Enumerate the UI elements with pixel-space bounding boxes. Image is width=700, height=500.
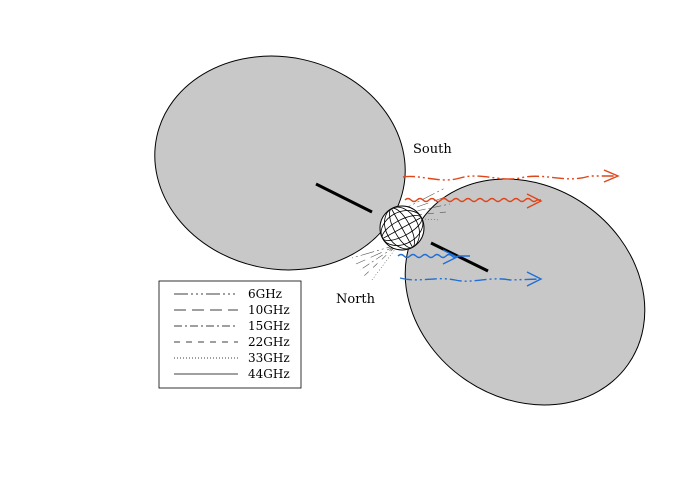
wavy-arrow-icon [402,175,617,181]
lower-lobe [404,178,646,406]
legend-label: 44GHz [248,367,290,381]
legend-item: 15GHz [174,319,290,333]
wavy-arrow-icon [404,197,541,203]
lower-jet-axis [430,241,489,273]
upper-jet-axis [315,182,373,214]
legend: 6GHz 10GHz 15GHz 22GHz 33GHz 44GHz [158,280,302,389]
upper-lobe [154,55,406,271]
south-label: South [413,142,452,157]
north-label: North [336,292,376,307]
south-emission-arrows [402,169,620,209]
legend-item: 44GHz [174,367,290,381]
legend-label: 22GHz [248,335,290,349]
legend-item: 10GHz [174,303,290,317]
globe-icon [379,205,425,251]
legend-label: 33GHz [248,351,290,365]
legend-item: 6GHz [174,287,282,301]
wavy-arrow-icon [397,253,470,259]
wavy-arrow-icon [399,277,541,282]
legend-label: 6GHz [248,287,282,301]
legend-label: 15GHz [248,319,290,333]
legend-item: 33GHz [174,351,290,365]
legend-label: 10GHz [248,303,290,317]
legend-item: 22GHz [174,335,290,349]
north-emission-arrows [397,249,543,287]
legend-box [158,280,302,389]
